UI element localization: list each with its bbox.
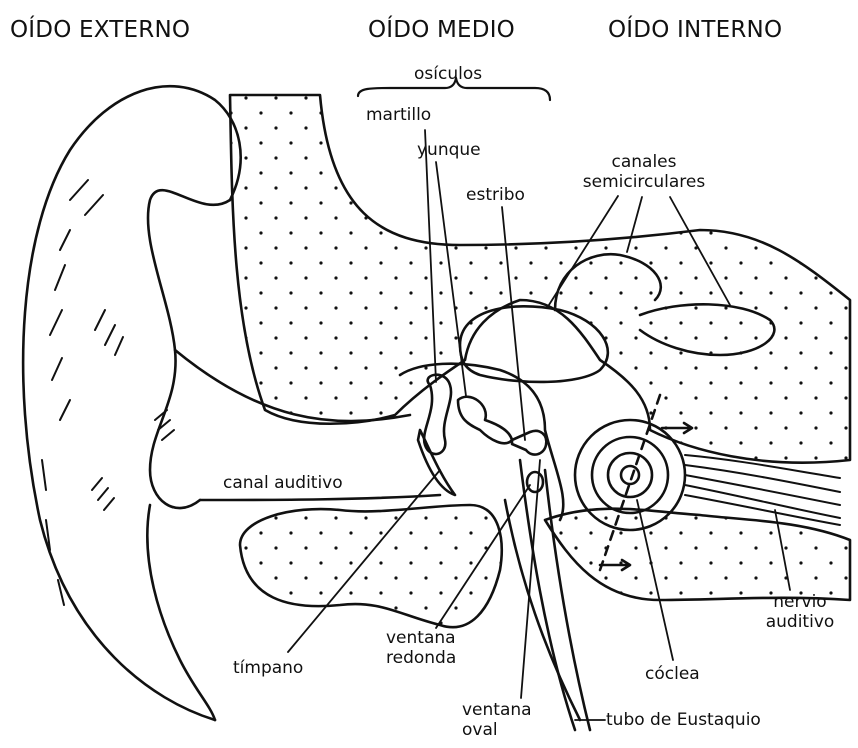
label-auditory-nerve: nervio auditivo — [755, 592, 845, 632]
label-nerve-line2: auditivo — [755, 612, 845, 632]
anvil-shape — [458, 397, 512, 444]
heading-middle-ear: OÍDO MEDIO — [368, 17, 515, 43]
label-round-window: ventana redonda — [386, 628, 456, 668]
label-canals-line2: semicirculares — [582, 172, 706, 192]
label-hammer: martillo — [366, 105, 431, 125]
label-nerve-line1: nervio — [755, 592, 845, 612]
label-round-window-line2: redonda — [386, 648, 456, 668]
label-oval-window-line2: oval — [462, 720, 532, 740]
round-window-shape — [527, 472, 543, 492]
label-stirrup: estribo — [466, 185, 525, 205]
eardrum-shape — [418, 430, 455, 495]
label-oval-window: ventana oval — [462, 700, 532, 740]
label-canals-line1: canales — [582, 152, 706, 172]
label-ear-canal: canal auditivo — [223, 473, 343, 493]
label-eardrum: tímpano — [233, 658, 303, 678]
auditory-nerve — [685, 455, 840, 525]
ear-canal-lower — [200, 495, 440, 500]
label-round-window-line1: ventana — [386, 628, 456, 648]
label-ossicles: osículos — [414, 64, 482, 84]
pinna-inner-fold — [148, 190, 230, 508]
inner-lower-region — [545, 509, 850, 600]
label-cochlea: cóclea — [645, 664, 700, 684]
label-semicircular-canals: canales semicirculares — [582, 152, 706, 192]
pinna-lobe — [147, 505, 215, 720]
lower-bone-region — [240, 505, 502, 627]
heading-outer-ear: OÍDO EXTERNO — [10, 17, 190, 43]
label-anvil: yunque — [417, 140, 481, 160]
temporal-bone-region — [230, 95, 850, 463]
pinna-hatching — [42, 180, 174, 605]
stirrup-shape — [512, 431, 546, 455]
label-eustachian-tube: tubo de Eustaquio — [606, 710, 761, 730]
label-oval-window-line1: ventana — [462, 700, 532, 720]
heading-inner-ear: OÍDO INTERNO — [608, 17, 782, 43]
pinna-outline — [23, 86, 241, 720]
